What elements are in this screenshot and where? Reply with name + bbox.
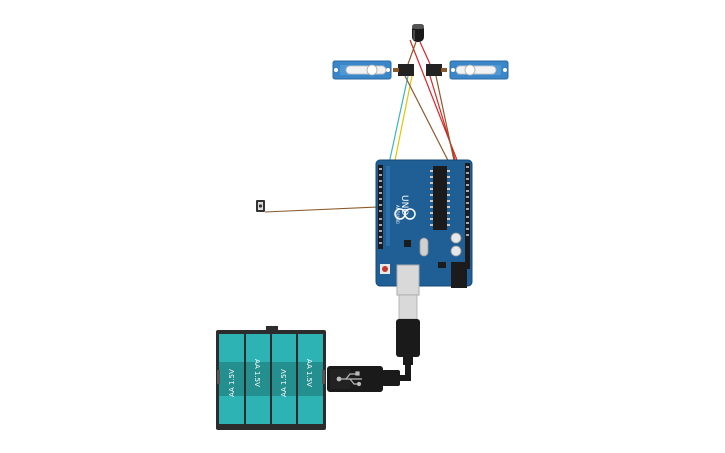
usb-b-plug [396, 319, 420, 357]
battery-cell-1: AA 1.5V [219, 334, 244, 424]
battery-terminal-left [217, 370, 220, 384]
battery-cell-1-label: AA 1.5V [228, 369, 236, 397]
battery-terminal-right [322, 370, 325, 384]
crystal-oscillator [419, 237, 429, 257]
board-capacitor-1 [450, 232, 462, 244]
usb-cable[interactable] [327, 294, 420, 392]
battery-cell-4: AA 1.5V [298, 334, 323, 424]
chip-pins [430, 170, 450, 226]
board-capacitor-2 [450, 245, 462, 257]
board-model-label: UNO [399, 195, 409, 215]
dc-power-jack[interactable] [451, 262, 467, 288]
capacitor[interactable] [412, 24, 424, 42]
microcontroller-chip [433, 166, 447, 230]
small-ic [438, 262, 446, 268]
battery-cell-2-label: AA 1.5V [253, 359, 261, 387]
pin-label-strip [386, 166, 390, 246]
wire-cap-black[interactable] [407, 41, 417, 65]
servo-right[interactable] [426, 60, 509, 80]
board-brand-label: ARDUINO [395, 205, 400, 224]
header-pins [379, 166, 469, 244]
pushbutton[interactable] [256, 200, 265, 212]
servo-left[interactable] [332, 60, 414, 80]
usb-b-plug-metal [398, 294, 418, 320]
battery-cell-3: AA 1.5V [272, 334, 296, 424]
reset-button[interactable] [382, 266, 388, 272]
battery-cell-4-label: AA 1.5V [305, 359, 313, 387]
arduino-logo-icon [394, 208, 416, 220]
battery-pack[interactable]: AA 1.5V AA 1.5V AA 1.5V AA 1.5V [216, 326, 326, 430]
header-left [378, 165, 383, 249]
voltage-regulator [404, 240, 411, 247]
battery-cell-3-label: AA 1.5V [280, 369, 288, 397]
usb-port[interactable] [396, 264, 420, 296]
wire-cap-red[interactable] [419, 41, 431, 65]
arduino-uno-board[interactable]: UNO ARDUINO [375, 159, 473, 296]
usb-icon [336, 371, 362, 387]
battery-cell-2: AA 1.5V [246, 334, 270, 424]
